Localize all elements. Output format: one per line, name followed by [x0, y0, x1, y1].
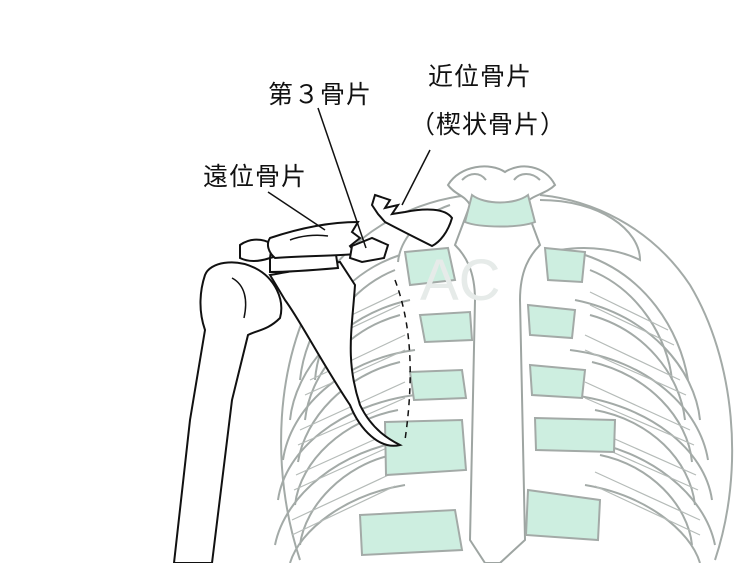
proximal-fragment-shape [370, 193, 454, 248]
rib-cage [274, 194, 734, 563]
third-fragment-shape [348, 236, 390, 264]
scapula [268, 260, 411, 447]
label-distal-fragment: 遠位骨片 [203, 162, 308, 191]
leader-third [317, 107, 367, 249]
label-proximal-wedge: （楔状骨片） [410, 110, 567, 139]
leader-proximal [401, 149, 431, 206]
leader-lines [267, 107, 431, 249]
clavicle-fragments [266, 193, 454, 264]
leader-distal [267, 191, 326, 231]
distal-fragment-shape [266, 220, 362, 260]
sternum [446, 165, 557, 563]
label-third-fragment: 第３骨片 [268, 80, 373, 109]
label-proximal-fragment: 近位骨片 [428, 62, 533, 91]
watermark: AC [420, 248, 501, 313]
